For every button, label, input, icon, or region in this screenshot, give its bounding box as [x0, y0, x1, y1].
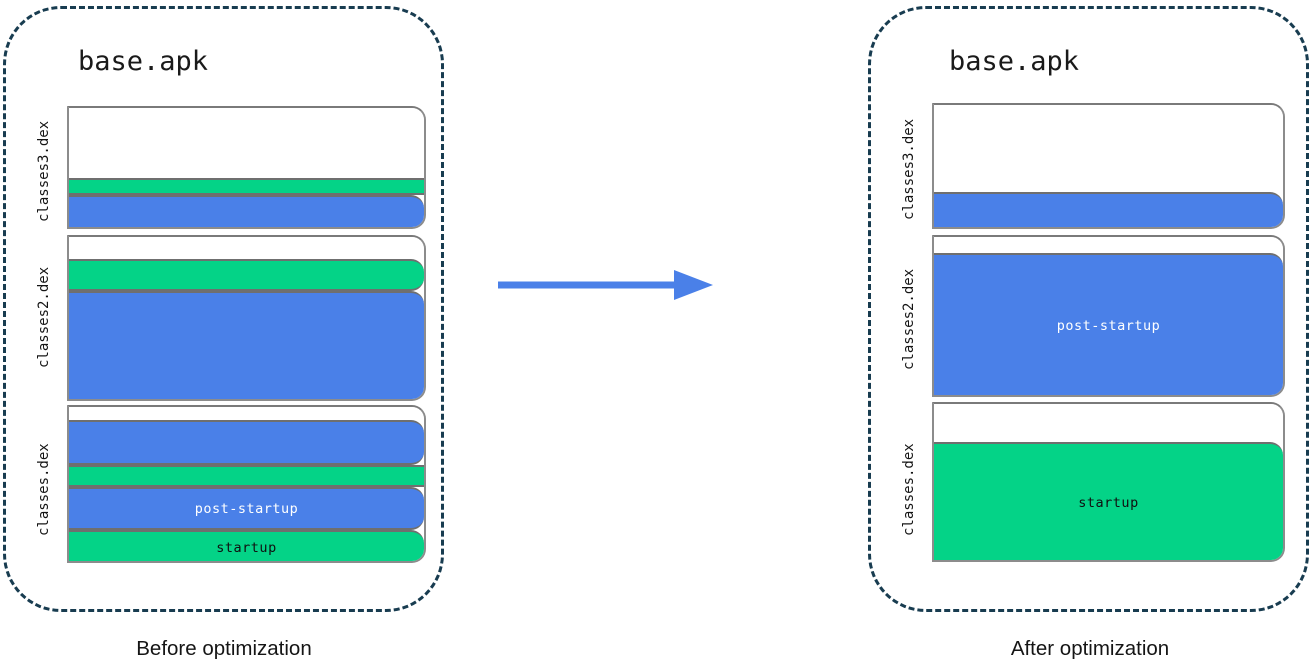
caption-before-optimization: Before optimization [136, 637, 312, 660]
apk-container-after: base.apk classes3.dex classes2.dex post-… [868, 6, 1309, 612]
dex-block-classes2-before [67, 235, 426, 401]
apk-container-before: base.apk classes3.dex classes2.dex class… [3, 6, 444, 612]
apk-title-after: base.apk [949, 46, 1080, 77]
dex-segment-startup-labeled: startup [934, 442, 1283, 560]
dex-segment-post-startup [69, 195, 424, 227]
dex-segment-startup [69, 465, 424, 487]
dex-label-classes-before: classes.dex [36, 443, 52, 536]
dex-segment-startup [69, 178, 424, 195]
dex-block-classes3-after [932, 103, 1285, 229]
dex-segment-label-post-startup: post-startup [1056, 318, 1161, 334]
caption-after-optimization: After optimization [1010, 637, 1170, 660]
dex-block-classes3-before [67, 106, 426, 229]
dex-label-classes3-before: classes3.dex [36, 120, 52, 223]
right-arrow-icon [498, 270, 713, 300]
dex-block-classes-after: startup [932, 402, 1285, 562]
dex-segment-startup-labeled: startup [69, 530, 424, 561]
dex-segment-post-startup-labeled: post-startup [934, 253, 1283, 395]
apk-title-before: base.apk [78, 46, 209, 77]
dex-segment-label-startup: startup [1078, 495, 1139, 511]
dex-segment-empty [69, 108, 424, 178]
dex-label-classes2-after: classes2.dex [901, 268, 917, 370]
dex-segment-empty [69, 407, 424, 420]
dex-segment-label-post-startup: post-startup [194, 500, 299, 517]
dex-segment-label-startup: startup [216, 539, 277, 556]
dex-segment-empty [934, 105, 1283, 192]
dex-block-classes-before: post-startup startup [67, 405, 426, 563]
transition-arrow [498, 268, 718, 302]
dex-segment-empty [934, 404, 1283, 442]
dex-segment-empty [934, 237, 1283, 253]
dex-segment-post-startup [69, 291, 424, 399]
dex-label-classes2-before: classes2.dex [36, 266, 52, 368]
dex-segment-startup [69, 259, 424, 291]
dex-block-classes2-after: post-startup [932, 235, 1285, 397]
dex-segment-post-startup-labeled: post-startup [69, 487, 424, 530]
dex-segment-post-startup [934, 192, 1283, 227]
dex-segment-post-startup [69, 420, 424, 465]
dex-segment-empty [69, 237, 424, 259]
dex-label-classes-after: classes.dex [901, 443, 917, 536]
dex-label-classes3-after: classes3.dex [901, 118, 917, 221]
